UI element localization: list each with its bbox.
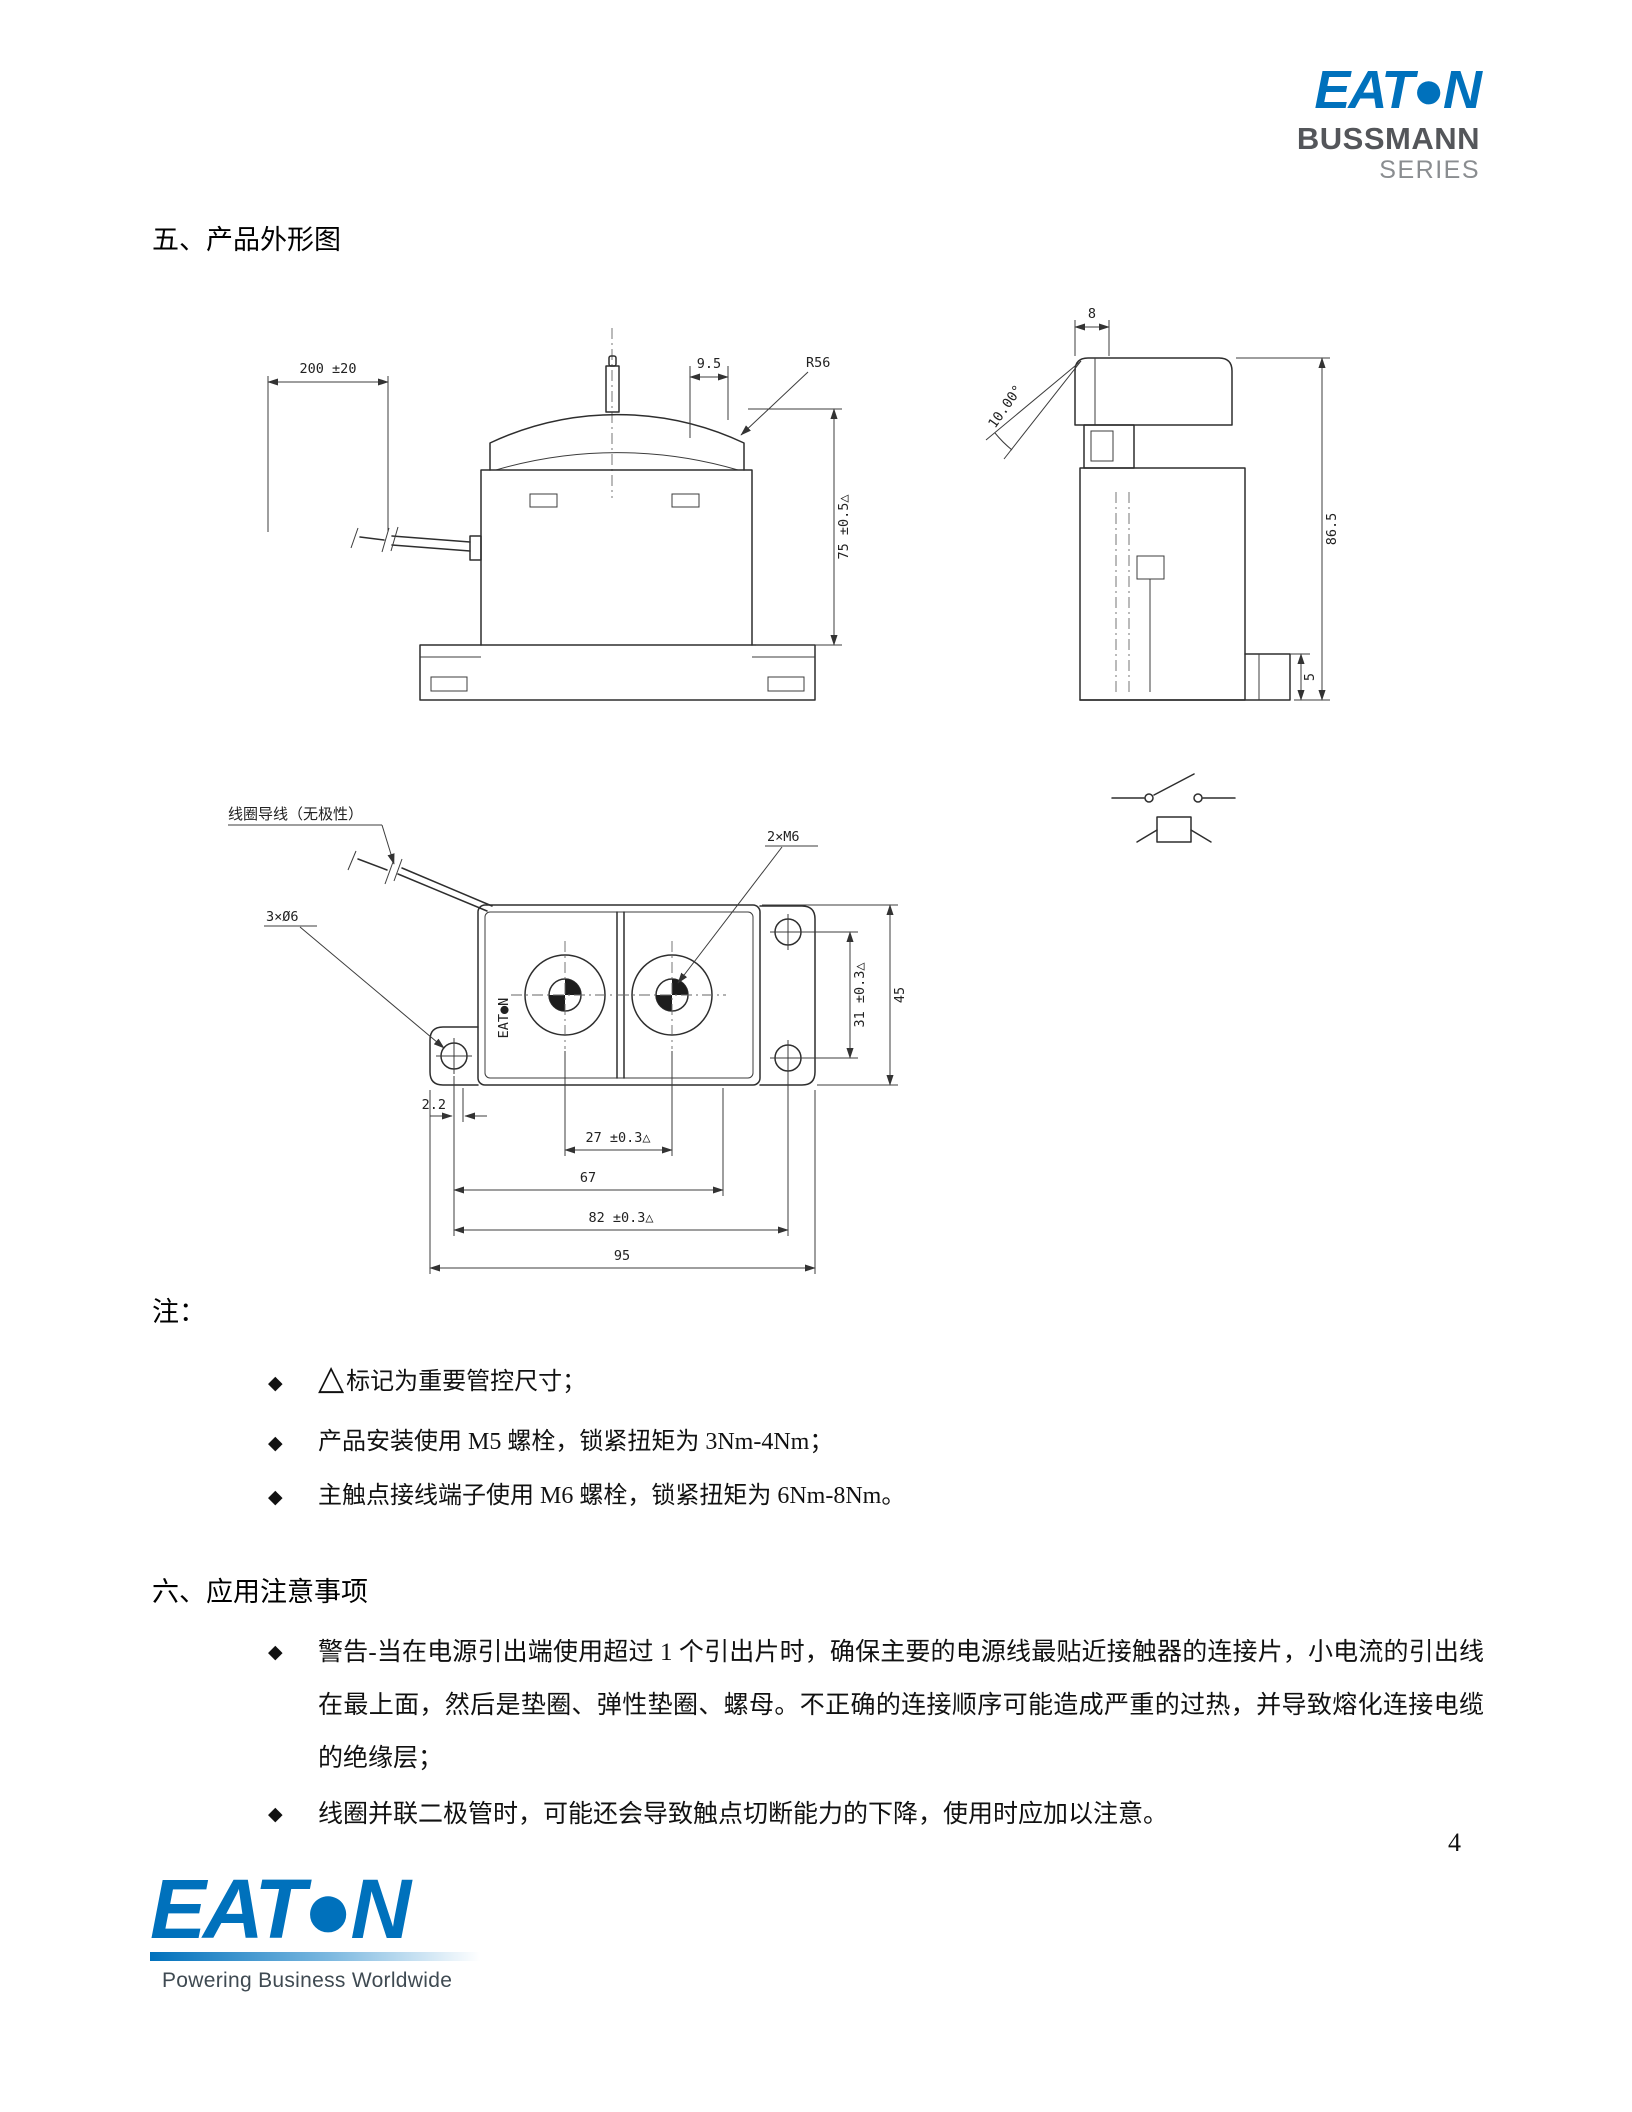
dim-dome-radius: R56	[806, 355, 830, 371]
note-item: ◆ 产品安装使用 M5 螺栓，锁紧扭矩为 3Nm-4Nm；	[268, 1424, 833, 1462]
note-text: 产品安装使用 M5 螺栓，锁紧扭矩为 3Nm-4Nm；	[318, 1429, 834, 1455]
dim-overall-width: 95	[614, 1248, 630, 1264]
bussmann-wordmark: BUSSMANN	[1296, 121, 1480, 156]
note-text: 主触点接线端子使用 M6 螺栓，锁紧扭矩为 6Nm-8Nm。	[318, 1483, 906, 1509]
top-view: EAT●N 线圈导线（无极性） 2×M6 3×Ø6 31 ±0.3△	[228, 806, 908, 1274]
note-item: ◆ 主触点接线端子使用 M6 螺栓，锁紧扭矩为 6Nm-8Nm。	[268, 1478, 905, 1516]
section-title-application: 六、应用注意事项	[152, 1577, 368, 1607]
mount-hole-label: 3×Ø6	[266, 909, 299, 925]
application-note: ◆ 警告-当在电源引出端使用超过 1 个引出片时，确保主要的电源线最贴近接触器的…	[268, 1626, 1484, 1785]
application-note: ◆ 线圈并联二极管时，可能还会导致触点切断能力的下降，使用时应加以注意。	[268, 1788, 1484, 1841]
side-view: 8 10.00° 86.5 5	[985, 306, 1340, 701]
terminal-thread-label: 2×M6	[767, 829, 800, 845]
eaton-logo-footer: EAT●N	[150, 1862, 411, 1956]
dim-wire-length: 200 ±20	[300, 361, 357, 377]
dim-base-thickness: 5	[1302, 673, 1318, 681]
dim-tab-width: 8	[1088, 306, 1096, 322]
dim-total-height: 86.5	[1324, 513, 1340, 546]
technical-drawing: 200 ±20 9.5 R56 75 ±0.5△ 8	[228, 306, 1340, 1274]
dim-offset-small: 2.2	[422, 1097, 446, 1113]
dim-67: 67	[580, 1170, 596, 1186]
front-view: 200 ±20 9.5 R56 75 ±0.5△	[267, 328, 852, 701]
application-text: 警告-当在电源引出端使用超过 1 个引出片时，确保主要的电源线最贴近接触器的连接…	[318, 1639, 1484, 1772]
terminal-left	[511, 941, 619, 1049]
page-number: 4	[1448, 1828, 1461, 1857]
section-title-product-outline: 五、产品外形图	[152, 225, 341, 255]
device-logo-text: EAT●N	[496, 998, 512, 1039]
series-wordmark: SERIES	[1379, 156, 1480, 184]
diamond-bullet: ◆	[268, 1642, 283, 1663]
application-text: 线圈并联二极管时，可能还会导致触点切断能力的下降，使用时应加以注意。	[318, 1801, 1169, 1828]
coil-wire-label: 线圈导线（无极性）	[228, 806, 363, 823]
note-item: ◆ △标记为重要管控尺寸；	[268, 1360, 586, 1402]
dim-terminal-offset: 9.5	[697, 356, 721, 372]
header-brand: EAT●N BUSSMANN SERIES	[1150, 60, 1482, 184]
note-text: 标记为重要管控尺寸；	[346, 1369, 587, 1395]
diamond-bullet: ◆	[268, 1487, 283, 1508]
footer-brand: EAT●N Powering Business Worldwide	[150, 1862, 480, 1993]
dim-terminal-spacing: 27 ±0.3△	[585, 1130, 651, 1146]
diamond-bullet: ◆	[268, 1373, 283, 1394]
dim-hole-spacing-vertical: 31 ±0.3△	[852, 962, 868, 1028]
dim-hole-spacing-horizontal: 82 ±0.3△	[588, 1210, 654, 1226]
notes-title: 注：	[152, 1297, 206, 1327]
dim-body-depth: 45	[892, 987, 908, 1003]
triangle-mark: △	[318, 1358, 345, 1398]
dim-body-height: 75 ±0.5△	[836, 494, 852, 560]
relay-schematic-symbol	[1111, 773, 1236, 843]
diamond-bullet: ◆	[268, 1804, 283, 1825]
footer-tagline: Powering Business Worldwide	[162, 1969, 453, 1992]
eaton-logo: EAT●N	[1314, 60, 1482, 120]
diamond-bullet: ◆	[268, 1433, 283, 1454]
logo-gradient-bar	[150, 1952, 480, 1961]
terminal-right	[618, 941, 726, 1049]
